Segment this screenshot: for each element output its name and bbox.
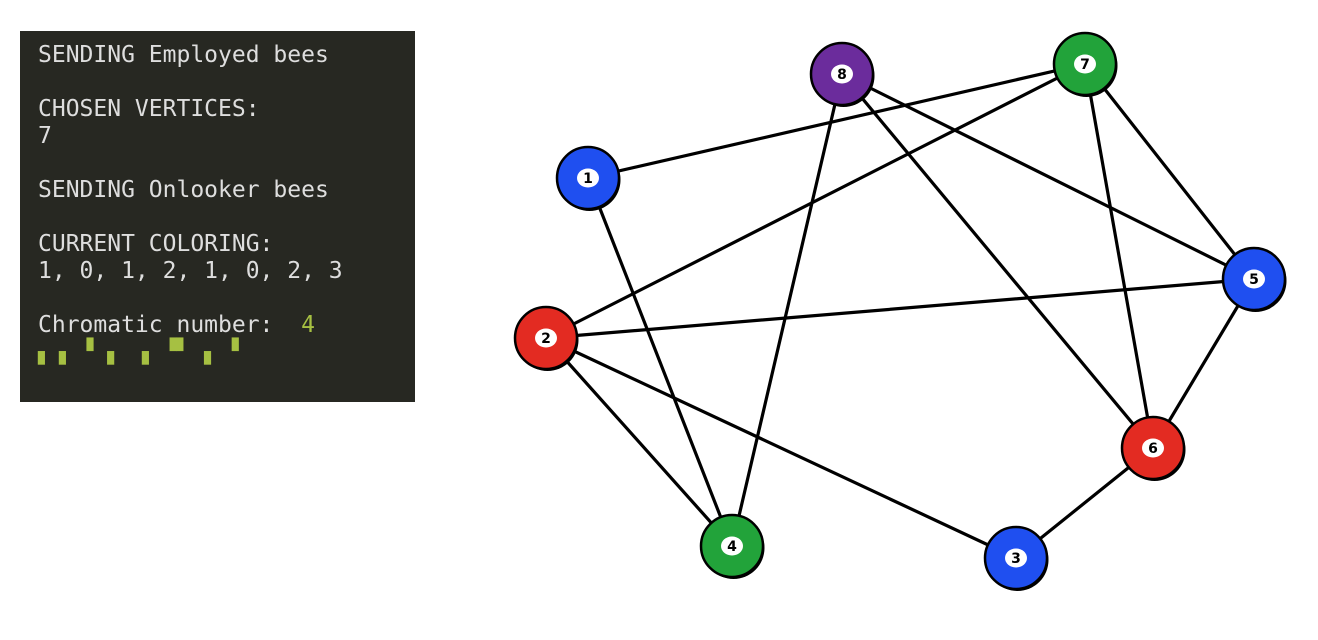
- vertex-label: 1: [583, 171, 593, 187]
- vertex-label: 2: [541, 331, 551, 347]
- vertex-6: 6: [1120, 415, 1186, 481]
- terminal-line: 1, 0, 1, 2, 1, 0, 2, 3: [38, 258, 343, 284]
- chromatic-number-label: Chromatic number:: [38, 312, 302, 338]
- terminal-clipped-line: ▖▗ ▝ ▖ ▗ ▝▘ ▖ ▘: [38, 339, 246, 365]
- edge-8-4: [730, 72, 844, 548]
- terminal-line: CURRENT COLORING:: [38, 231, 274, 257]
- vertex-label-background: [577, 168, 599, 188]
- vertex-label-background: [721, 536, 743, 556]
- vertex-label-background: [1074, 54, 1096, 74]
- vertex-label-background: [1243, 269, 1265, 289]
- vertex-7: 7: [1052, 31, 1118, 97]
- graph-nodes: 1 2 3 4 5 6 7 8: [513, 31, 1287, 591]
- edge-1-4: [586, 176, 734, 548]
- edge-2-3: [544, 336, 1018, 560]
- vertex-label: 6: [1148, 441, 1158, 457]
- vertex-label: 8: [837, 67, 847, 83]
- edge-8-6: [840, 72, 1155, 450]
- edge-7-6: [1083, 62, 1155, 450]
- terminal-line: 7: [38, 123, 52, 149]
- vertex-label: 5: [1249, 272, 1259, 288]
- vertex-4: 4: [699, 513, 765, 579]
- terminal-line: CHOSEN VERTICES:: [38, 96, 260, 122]
- edge-5-6: [1151, 277, 1256, 450]
- edge-7-5: [1083, 62, 1256, 281]
- chromatic-number-value: 4: [301, 312, 315, 338]
- edge-2-5: [544, 277, 1256, 340]
- vertex-label-background: [1005, 548, 1027, 568]
- edge-2-7: [544, 62, 1087, 340]
- vertex-label: 3: [1011, 551, 1021, 567]
- terminal-line: SENDING Onlooker bees: [38, 177, 329, 203]
- vertex-5: 5: [1221, 246, 1287, 312]
- vertex-label: 7: [1080, 57, 1090, 73]
- vertex-label-background: [1142, 438, 1164, 458]
- vertex-label-background: [831, 64, 853, 84]
- vertex-label: 4: [727, 539, 737, 555]
- vertex-label-background: [535, 328, 557, 348]
- edge-8-5: [840, 72, 1256, 281]
- graph-edges: [544, 62, 1256, 560]
- vertex-8: 8: [809, 41, 875, 107]
- chromatic-number-line: Chromatic number: 4: [38, 312, 397, 339]
- edge-1-7: [586, 62, 1087, 180]
- vertex-3: 3: [983, 525, 1049, 591]
- edge-2-4: [544, 336, 734, 548]
- vertex-1: 1: [555, 145, 621, 211]
- vertex-2: 2: [513, 305, 579, 371]
- terminal-line: SENDING Employed bees: [38, 42, 329, 68]
